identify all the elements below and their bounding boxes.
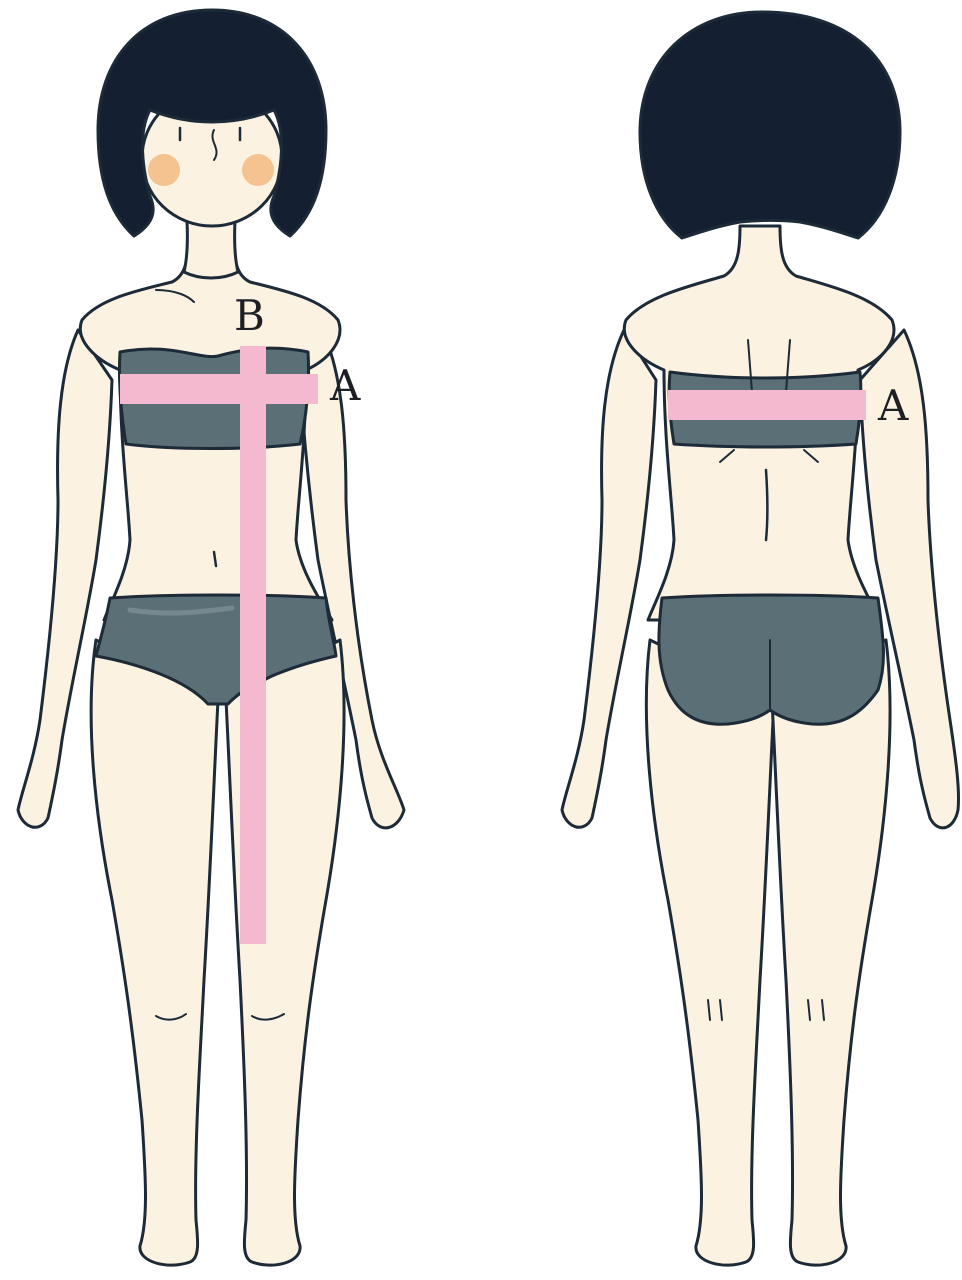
- front-bust-band: [120, 374, 318, 404]
- front-blush-left: [148, 154, 180, 186]
- front-length-label: B: [234, 291, 265, 340]
- back-view-figure: [562, 12, 959, 1265]
- back-bust-label: A: [877, 381, 909, 430]
- front-bust-label: A: [329, 361, 361, 410]
- back-hair: [640, 12, 900, 238]
- front-view-figure: [18, 10, 404, 1265]
- front-length-band: [240, 346, 266, 944]
- back-left-leg: [646, 640, 774, 1265]
- back-right-leg: [772, 640, 890, 1265]
- front-blush-right: [242, 154, 274, 186]
- back-bust-band: [668, 390, 866, 420]
- front-left-leg: [91, 640, 218, 1265]
- back-left-arm: [562, 330, 656, 827]
- back-briefs: [659, 595, 884, 724]
